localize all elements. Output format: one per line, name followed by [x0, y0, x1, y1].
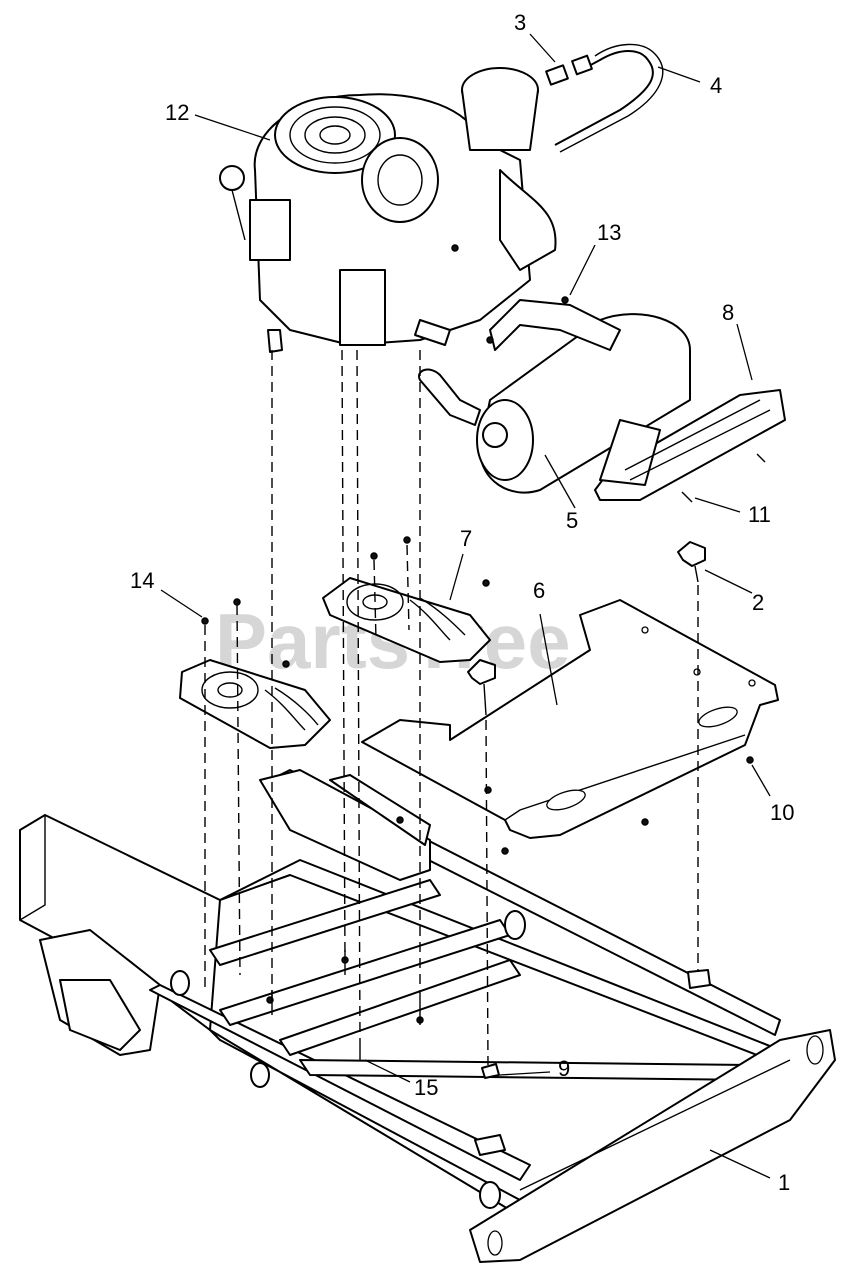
callout-1: 1: [778, 1170, 790, 1195]
callout-13: 13: [597, 220, 621, 245]
leader-lines: [160, 33, 771, 1179]
knobs: [467, 541, 706, 716]
callout-6: 6: [533, 578, 545, 603]
callout-14: 14: [130, 568, 154, 593]
callout-7: 7: [460, 526, 472, 551]
callout-3: 3: [514, 10, 526, 35]
mount-plate-left: [179, 659, 331, 749]
engine-assembly: [219, 67, 557, 353]
callout-12: 12: [165, 100, 189, 125]
frame-assembly: [19, 769, 836, 1263]
callout-5: 5: [566, 508, 578, 533]
callout-9: 9: [558, 1056, 570, 1081]
hardware: [201, 536, 754, 1079]
callout-2: 2: [752, 590, 764, 615]
callout-labels: 1 2 3 4 5 6 7 8 9 10 11 12 13 14 15: [130, 10, 794, 1195]
muffler-assembly: [418, 296, 786, 503]
callout-11: 11: [748, 502, 771, 527]
hose-assembly: [545, 43, 664, 153]
callout-8: 8: [722, 300, 734, 325]
alignment-lines: [204, 349, 699, 1066]
callout-4: 4: [710, 73, 722, 98]
heat-shield-plate: [361, 599, 779, 839]
callout-15: 15: [414, 1075, 438, 1100]
callout-10: 10: [770, 800, 794, 825]
